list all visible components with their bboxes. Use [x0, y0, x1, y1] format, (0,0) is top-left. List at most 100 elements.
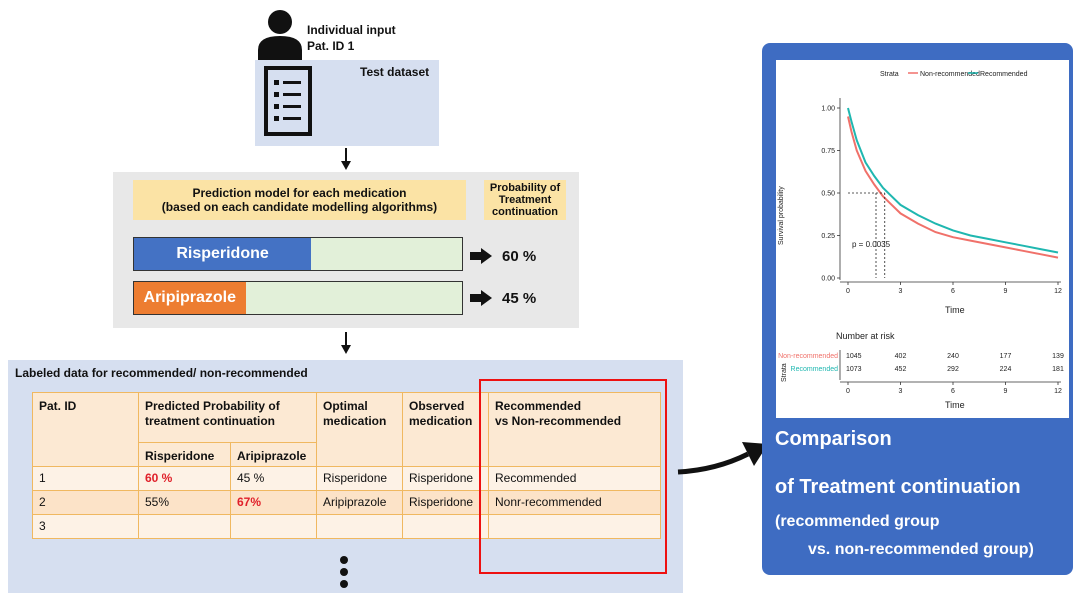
- cell-observed: [402, 514, 489, 539]
- legend-label-rec: Recommended: [980, 71, 1028, 78]
- header-predicted-line2: treatment continuation: [145, 414, 276, 428]
- risk-value: 181: [1052, 366, 1064, 373]
- cell-aripiprazole: [230, 514, 317, 539]
- individual-input-line1: Individual input: [307, 23, 396, 37]
- risperidone-bar-fill: Risperidone: [134, 238, 312, 270]
- recommended-highlight-box: [479, 379, 667, 574]
- aripiprazole-bar-fill: Aripiprazole: [134, 282, 246, 314]
- risk-value: 139: [1052, 353, 1064, 360]
- comparison-group-line2: vs. non-recommended group): [808, 541, 1034, 558]
- subheader-risperidone: Risperidone: [138, 442, 231, 467]
- cell-recommendation: [488, 514, 661, 539]
- legend-label-nonrec: Non-recommended: [920, 71, 980, 78]
- risk-x-tick-label: 0: [846, 388, 850, 395]
- cell-pat-id: 2: [32, 490, 139, 515]
- x-axis-label: Time: [945, 305, 965, 315]
- probability-title: Probability of Treatment continuation: [484, 180, 566, 220]
- checklist-icon: [264, 66, 312, 136]
- survival-curves: [847, 107, 1059, 259]
- aripiprazole-bar: Aripiprazole: [133, 281, 463, 315]
- probability-title-line2: Treatment: [498, 194, 552, 206]
- individual-input-label: Individual input Pat. ID 1: [307, 22, 396, 54]
- header-observed-line1: Observed: [409, 399, 465, 413]
- cell-observed: Risperidone: [402, 490, 489, 515]
- risk-x-tick-label: 6: [951, 388, 955, 395]
- header-recommended: Recommended vs Non-recommended: [488, 392, 661, 467]
- risk-table-x-label: Time: [945, 400, 965, 410]
- header-predicted-probability: Predicted Probability of treatment conti…: [138, 392, 317, 443]
- test-dataset-label: Test dataset: [360, 65, 430, 79]
- risk-row-label: Recommended: [791, 366, 839, 373]
- cell-optimal: Aripiprazole: [316, 490, 403, 515]
- header-optimal-line1: Optimal: [323, 399, 368, 413]
- risperidone-bar: Risperidone: [133, 237, 463, 271]
- risperidone-label: Risperidone: [176, 245, 269, 262]
- comparison-title: Comparison: [775, 428, 892, 450]
- x-tick-label: 9: [1004, 288, 1008, 295]
- table-row: 3: [32, 514, 661, 539]
- table-row: 2 55% 67% Aripiprazole Risperidone Nonr-…: [32, 490, 661, 515]
- labeled-data-title: Labeled data for recommended/ non-recomm…: [15, 366, 308, 380]
- table-header-row: Pat. ID Predicted Probability of treatme…: [32, 392, 661, 467]
- risk-value: 240: [947, 353, 959, 360]
- header-optimal-medication: Optimal medication: [316, 392, 403, 467]
- prediction-title-line2: (based on each candidate modelling algor…: [161, 200, 438, 214]
- test-dataset-box: [255, 60, 439, 146]
- person-icon: [258, 10, 302, 60]
- risk-row-label: Non-recommended: [778, 353, 838, 360]
- ellipsis-dot: [340, 568, 348, 576]
- risk-value: 177: [1000, 353, 1012, 360]
- right-arrow-icon: [470, 248, 492, 264]
- header-predicted-line1: Predicted Probability of: [145, 399, 280, 413]
- risk-value: 1073: [846, 366, 862, 373]
- aripiprazole-probability: 45 %: [502, 290, 537, 307]
- header-observed-line2: medication: [409, 414, 473, 428]
- header-optimal-line2: medication: [323, 414, 387, 428]
- table-subheader-row: Risperidone Aripiprazole: [33, 442, 661, 467]
- individual-input-line2: Pat. ID 1: [307, 39, 355, 53]
- km-chart: Strata Non-recommended Recommended Survi…: [778, 71, 1064, 410]
- aripiprazole-label: Aripiprazole: [143, 289, 236, 306]
- risperidone-probability: 60 %: [502, 248, 537, 265]
- cell-observed: Risperidone: [402, 466, 489, 491]
- risk-x-tick-label: 9: [1004, 388, 1008, 395]
- cell-recommendation: Nonr-recommended: [488, 490, 661, 515]
- y-axis-label: Survival probability: [778, 186, 785, 245]
- labeled-data-table: Pat. ID Predicted Probability of treatme…: [32, 392, 661, 539]
- y-tick-label: 0.00: [821, 276, 835, 283]
- y-tick-label: 0.75: [821, 148, 835, 155]
- risk-value: 1045: [846, 353, 862, 360]
- survival-curve-non-recommended: [847, 116, 1059, 259]
- cell-optimal: Risperidone: [316, 466, 403, 491]
- down-arrow-icon: [341, 332, 351, 354]
- cell-optimal: [316, 514, 403, 539]
- ellipsis-dot: [340, 556, 348, 564]
- header-pat-id: Pat. ID: [32, 392, 139, 467]
- cell-recommendation: Recommended: [488, 466, 661, 491]
- header-recommended-line1: Recommended: [495, 399, 582, 413]
- legend-title: Strata: [880, 71, 899, 78]
- risk-x-tick-label: 12: [1054, 388, 1062, 395]
- y-ticks: 0.00 0.25 0.50 0.75 1.00: [821, 106, 840, 283]
- y-tick-label: 0.50: [821, 191, 835, 198]
- table-row: 1 60 % 45 % Risperidone Risperidone Reco…: [32, 466, 661, 491]
- cell-risperidone: [138, 514, 231, 539]
- risk-value: 224: [1000, 366, 1012, 373]
- cell-risperidone: 60 %: [138, 466, 231, 491]
- right-arrow-icon: [470, 290, 492, 306]
- comparison-group-line1: (recommended group: [775, 513, 940, 530]
- cell-aripiprazole: 67%: [230, 490, 317, 515]
- risk-value: 452: [895, 366, 907, 373]
- probability-title-line3: continuation: [492, 206, 558, 218]
- risk-table-strata-label: Strata: [781, 363, 788, 382]
- cell-pat-id: 3: [32, 514, 139, 539]
- y-tick-label: 1.00: [821, 106, 835, 113]
- probability-title-line1: Probability of: [489, 182, 561, 194]
- km-chart-card: Strata Non-recommended Recommended Survi…: [776, 60, 1069, 418]
- prediction-model-title: Prediction model for each medication (ba…: [133, 180, 466, 220]
- median-lines: [848, 192, 886, 278]
- y-tick-label: 0.25: [821, 233, 835, 240]
- comparison-subtitle: of Treatment continuation: [775, 476, 1021, 498]
